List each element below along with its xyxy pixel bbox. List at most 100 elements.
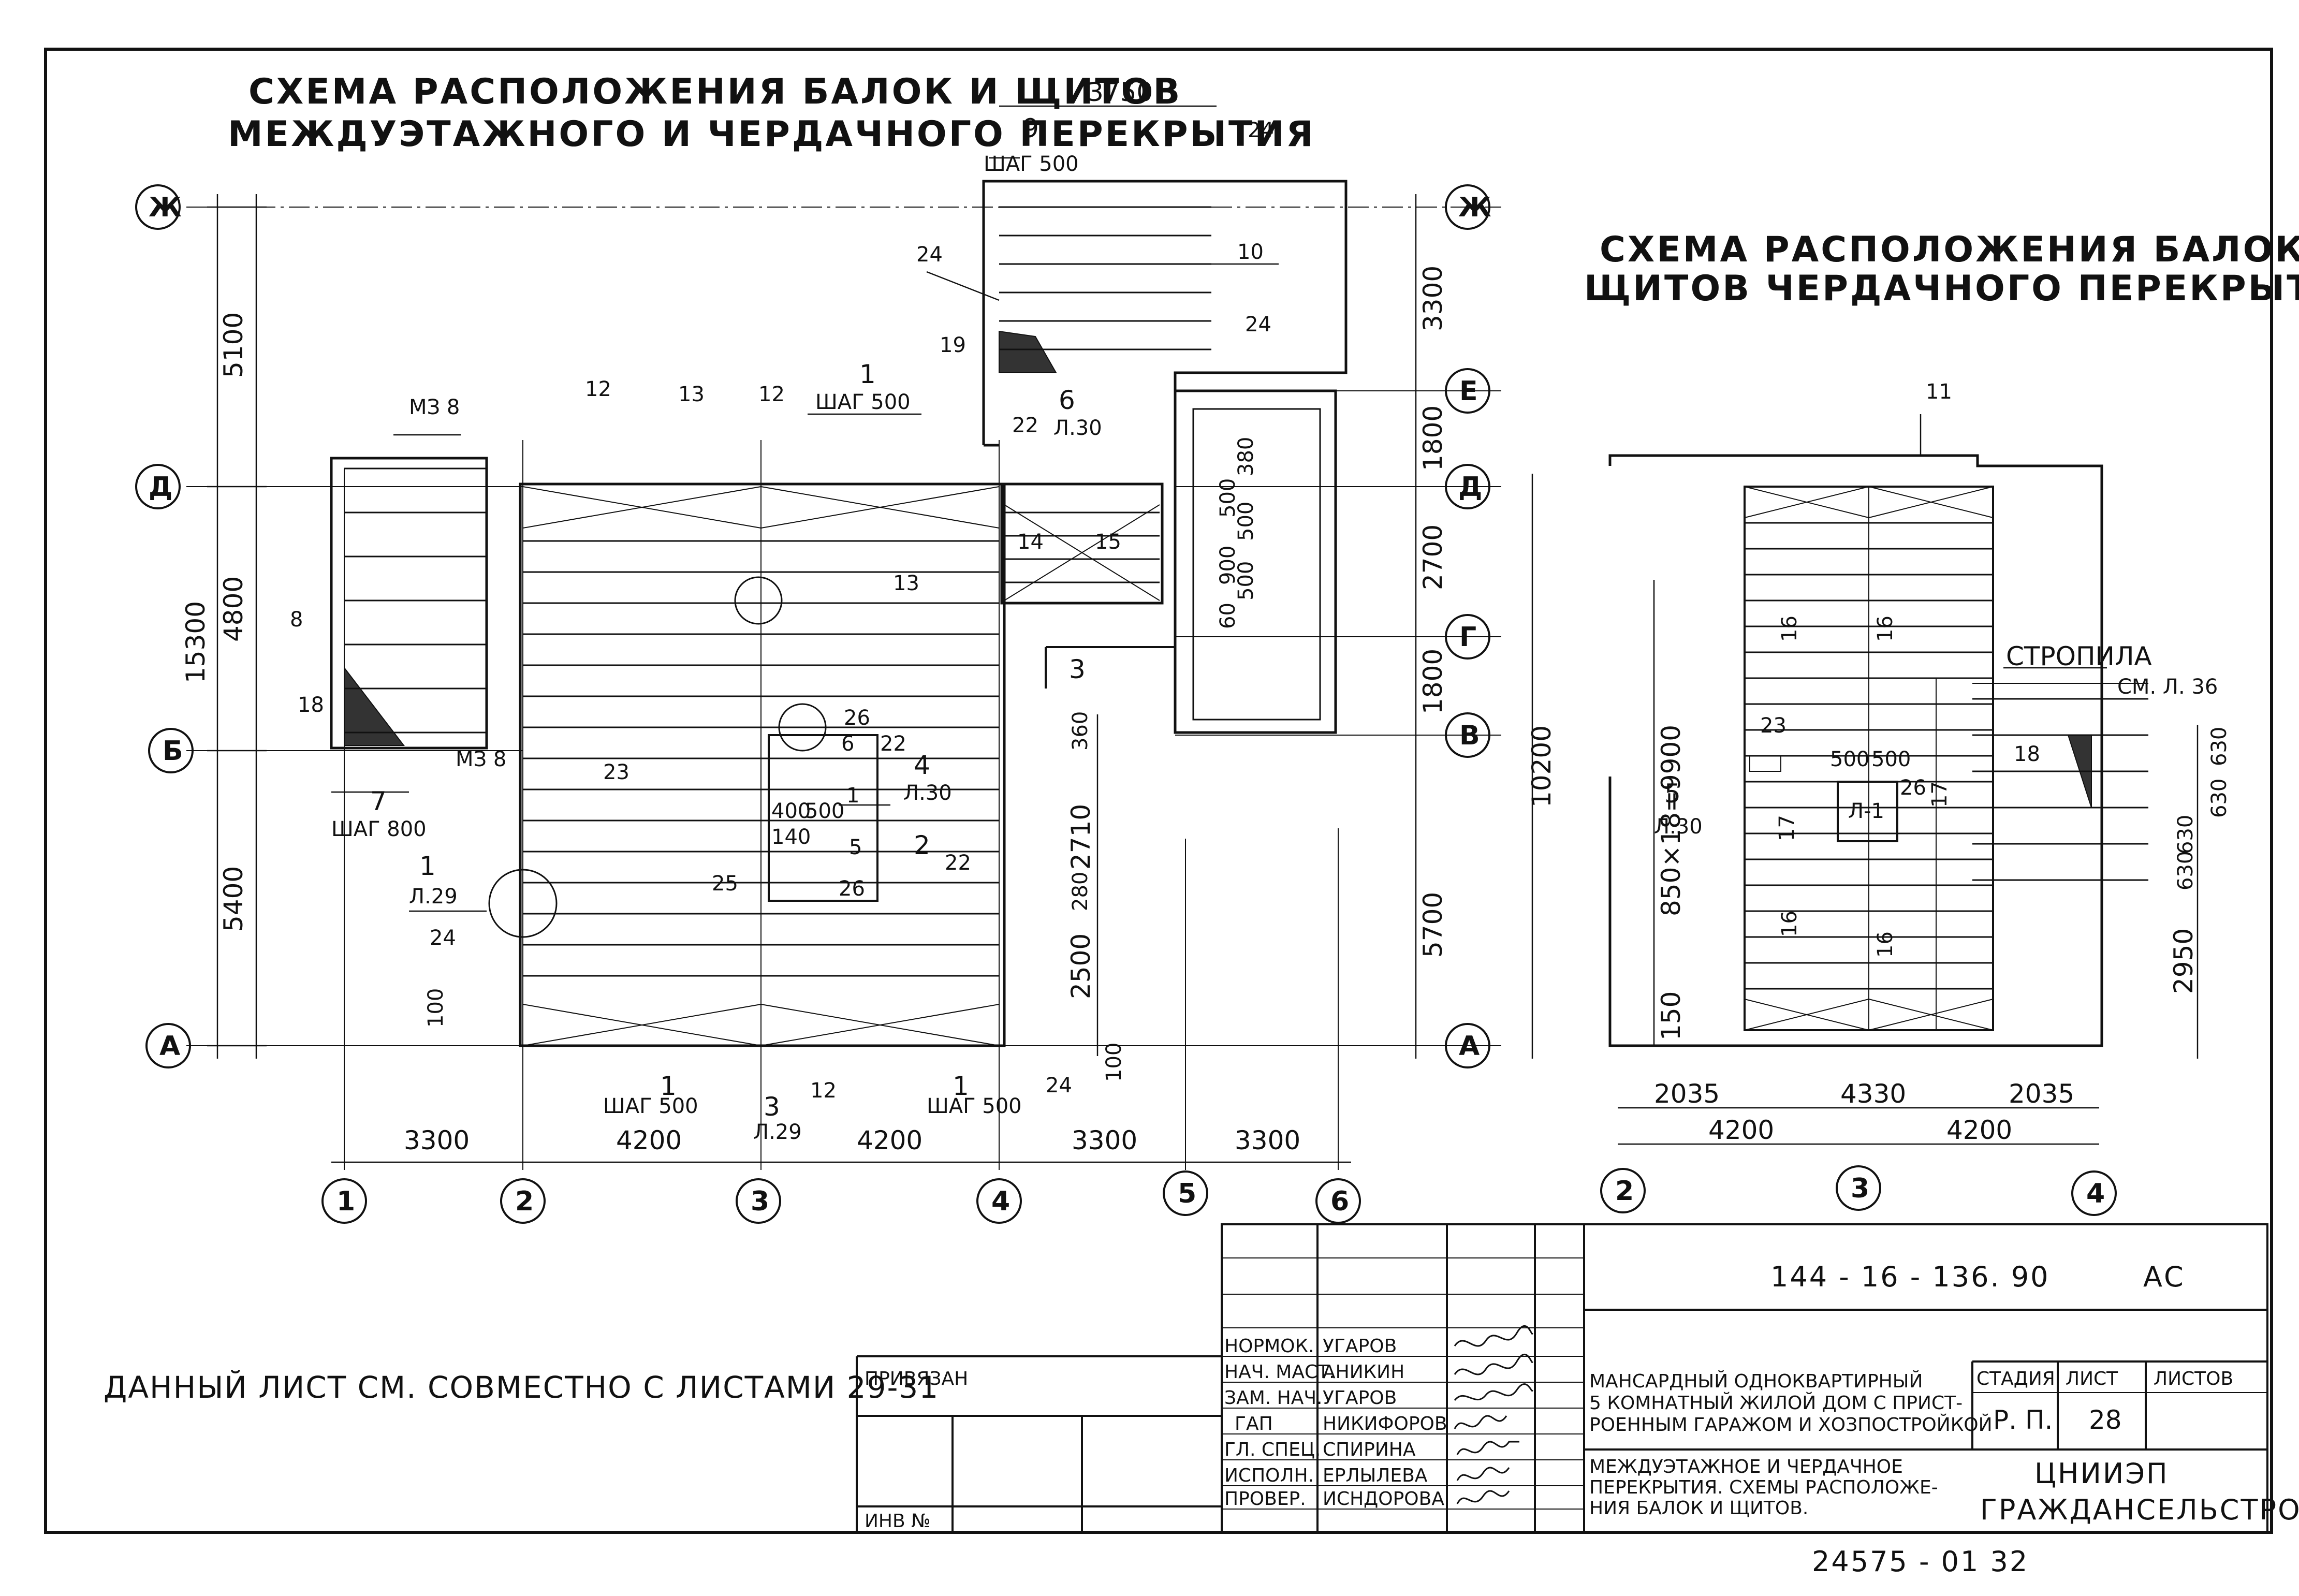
dim-attic-2950: 2950 <box>2169 928 2199 994</box>
dim-mid-100: 100 <box>1102 1043 1126 1082</box>
stamp-role-2: НАЧ. МАСТ. <box>1224 1361 1335 1383</box>
mark-1-bottom-left: 1 <box>660 1071 677 1101</box>
stamp-name-7: ИСНДОРОВА <box>1323 1488 1444 1510</box>
mark-l29-bottom: Л.29 <box>753 1120 802 1144</box>
dim-bottom-5: 3300 <box>1235 1125 1300 1155</box>
axis-row-g-right: Г <box>1459 622 1476 653</box>
mark-4: 4 <box>914 750 930 780</box>
dim-attic-4200b: 4200 <box>1946 1115 2012 1145</box>
mark-1-mid: 1 <box>846 784 859 808</box>
mark-14: 14 <box>1017 530 1044 554</box>
mark-23-left: 23 <box>603 760 629 784</box>
row-axis-markers <box>135 184 1490 1068</box>
mark-400-mid: 400 <box>771 799 811 823</box>
mark-19: 19 <box>940 333 966 357</box>
stamp-stadia-value: Р. П. <box>1993 1405 2053 1435</box>
axis-row-d-right: Д <box>1458 472 1482 503</box>
mark-140-mid: 140 <box>771 825 811 849</box>
axis-col-3-attic: 3 <box>1851 1173 1869 1204</box>
mark-11: 11 <box>1926 380 1952 404</box>
mark-26a: 26 <box>844 706 870 730</box>
mark-16c: 16 <box>1778 911 1802 937</box>
stamp-name-4: НИКИФОРОВ <box>1323 1413 1447 1434</box>
axis-row-a-right: А <box>1459 1031 1480 1062</box>
mark-13a: 13 <box>678 383 705 406</box>
mark-16a: 16 <box>1778 616 1802 642</box>
mark-8: 8 <box>290 608 303 632</box>
dim-mid-280: 280 <box>1068 872 1092 911</box>
stamp-role-6: ИСПОЛН. <box>1224 1465 1314 1486</box>
dim-left-5400: 5400 <box>218 866 248 932</box>
stamp-project-1: МАНСАРДНЫЙ ОДНОКВАРТИРНЫЙ <box>1589 1370 1923 1392</box>
dim-shaft-500a: 500 <box>1216 478 1240 518</box>
mark-500b-attic: 500 <box>1871 748 1911 771</box>
dim-mid-2500: 2500 <box>1066 933 1096 999</box>
sheet-note: ДАННЫЙ ЛИСТ СМ. СОВМЕСТНО С ЛИСТАМИ 29-3… <box>104 1369 939 1405</box>
stamp-inv: ИНВ № <box>865 1511 931 1532</box>
mark-1-bottom-right: 1 <box>953 1071 969 1101</box>
mark-l1: Л-1 <box>1848 799 1884 823</box>
dim-mid-2710: 2710 <box>1066 804 1096 870</box>
stamp-project-3: РОЕННЫМ ГАРАЖОМ И ХОЗПОСТРОЙКОЙ <box>1589 1414 1993 1436</box>
mark-22-low: 22 <box>945 851 971 875</box>
axis-row-a-left: А <box>159 1031 180 1062</box>
attic-title-line2: ЩИТОВ ЧЕРДАЧНОГО ПЕРЕКРЫТИЯ <box>1584 268 2299 309</box>
dim-mid-360: 360 <box>1068 711 1092 751</box>
dim-attic-2035b: 2035 <box>2009 1079 2074 1109</box>
stamp-code: 144 - 16 - 136. 90 <box>1770 1261 2050 1293</box>
mark-24-upperleft: 24 <box>916 243 943 267</box>
mark-9: 9 <box>1022 113 1039 143</box>
dim-right-5700: 5700 <box>1418 892 1448 958</box>
mark-5-mid: 5 <box>849 836 862 859</box>
axis-col-4: 4 <box>991 1186 1010 1217</box>
dim-bottom-1: 3300 <box>404 1125 470 1155</box>
axis-row-v-right: В <box>1459 720 1480 751</box>
dim-attic-4200a: 4200 <box>1708 1115 1774 1145</box>
mark-shag500-bottom-left: ШАГ 500 <box>603 1094 698 1118</box>
dim-attic-2035a: 2035 <box>1654 1079 1720 1109</box>
mark-3-bottom: 3 <box>764 1092 780 1122</box>
dim-shaft-900: 900 <box>1216 546 1240 585</box>
stamp-code-suffix: АС <box>2143 1261 2185 1293</box>
dim-attic-630b: 630 <box>2207 779 2231 818</box>
stamp-org-1: ЦНИИЭП <box>2034 1457 2169 1490</box>
dim-attic-630a: 630 <box>2207 727 2231 766</box>
mark-1-left: 1 <box>419 851 436 881</box>
main-plan <box>186 180 1501 1170</box>
mark-6: 6 <box>1059 385 1075 415</box>
mark-12b: 12 <box>758 383 785 406</box>
dim-bottom-4: 3300 <box>1072 1125 1137 1155</box>
mark-25: 25 <box>712 872 738 896</box>
stamp-org-2: ГРАЖДАНСЕЛЬСТРОЙ <box>1980 1493 2299 1526</box>
mark-shag800: ШАГ 800 <box>331 817 427 841</box>
stamp-stadia-label: СТАДИЯ <box>1976 1368 2055 1389</box>
stamp-name-1: УГАРОВ <box>1323 1336 1397 1357</box>
mark-stropila-ref: СМ. Л. 36 <box>2117 675 2218 699</box>
mark-16d: 16 <box>1873 931 1897 958</box>
axis-col-6: 6 <box>1330 1186 1349 1217</box>
mark-18-left: 18 <box>298 693 324 717</box>
mark-2-mid: 2 <box>914 830 930 860</box>
mark-17b: 17 <box>1928 781 1952 808</box>
stamp-sheet-1: МЕЖДУЭТАЖНОЕ И ЧЕРДАЧНОЕ <box>1589 1456 1903 1477</box>
mark-shag500-bottom-right: ШАГ 500 <box>927 1094 1022 1118</box>
dim-shaft-380: 380 <box>1234 437 1258 476</box>
dim-shaft-500b: 500 <box>1234 502 1258 541</box>
dim-attic-150: 150 <box>1656 991 1686 1041</box>
axis-col-4-attic: 4 <box>2086 1178 2105 1209</box>
dim-right-1800a: 1800 <box>1418 405 1448 471</box>
mark-16b: 16 <box>1873 616 1897 642</box>
mark-12a: 12 <box>585 377 611 401</box>
mark-18-attic: 18 <box>2014 742 2040 766</box>
mark-7: 7 <box>370 786 387 816</box>
mark-24-mid: 24 <box>1245 313 1271 336</box>
stamp-sheet-2: ПЕРЕКРЫТИЯ. СХЕМЫ РАСПОЛОЖЕ- <box>1589 1477 1938 1498</box>
stamp-name-3: УГАРОВ <box>1323 1387 1397 1409</box>
dim-attic-10200: 10200 <box>1527 725 1557 808</box>
attic-beam-lines <box>1745 522 2148 990</box>
mark-10: 10 <box>1237 240 1264 264</box>
mark-l30-top: Л.30 <box>1053 416 1102 440</box>
callout-leaders <box>331 157 2107 912</box>
beam-lines <box>344 206 1211 977</box>
